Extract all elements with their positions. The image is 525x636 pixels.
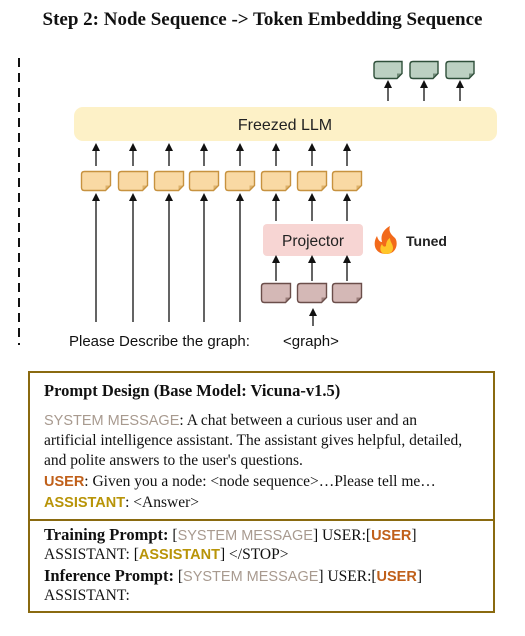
training-prompt-label: Training Prompt:	[44, 525, 169, 544]
embedding-tokens	[80, 170, 363, 192]
output-token-1	[373, 60, 403, 80]
system-message-tag: SYSTEM MESSAGE	[44, 413, 180, 429]
llm-label: Freezed LLM	[238, 117, 332, 134]
embedding-token-8-fold	[356, 185, 362, 191]
embedding-token-3-fold	[178, 185, 184, 191]
inference-system-tag: SYSTEM MESSAGE	[183, 569, 319, 585]
embedding-token-2-fold	[142, 185, 148, 191]
training-system-tag: SYSTEM MESSAGE	[177, 528, 313, 544]
embedding-token-1-fold	[105, 185, 111, 191]
embedding-token-4	[188, 170, 220, 192]
inference-prompt-label: Inference Prompt:	[44, 566, 174, 585]
output-token-3-fold	[469, 73, 474, 79]
graph-token-2	[296, 282, 328, 304]
graph-token-label: <graph>	[283, 333, 339, 350]
assistant-line: ASSISTANT: <Answer>	[44, 493, 199, 513]
embedding-token-2	[117, 170, 149, 192]
embedding-token-7-fold	[321, 185, 327, 191]
embedding-token-3	[153, 170, 185, 192]
graph-token-1-fold	[285, 297, 291, 303]
output-token-2-fold	[433, 73, 438, 79]
inference-prompt-line: Inference Prompt: [SYSTEM MESSAGE] USER:…	[44, 566, 422, 585]
graph-token-3-fold	[356, 297, 362, 303]
output-tokens	[373, 60, 475, 80]
prompt-templates-box: Training Prompt: [SYSTEM MESSAGE] USER:[…	[28, 519, 495, 613]
embedding-token-1	[80, 170, 112, 192]
embedding-token-4-fold	[213, 185, 219, 191]
user-tag: USER	[44, 474, 85, 490]
tuned-label: Tuned	[406, 233, 447, 249]
embedding-token-6	[260, 170, 292, 192]
embedding-token-5	[224, 170, 256, 192]
user-line: USER: Given you a node: <node sequence>……	[44, 472, 436, 492]
fire-icon	[374, 226, 397, 254]
graph-node-tokens	[260, 282, 363, 304]
inference-user-tag: USER	[376, 569, 417, 585]
training-user-tag: USER	[371, 528, 412, 544]
graph-token-1	[260, 282, 292, 304]
user-text: : Given you a node: <node sequence>…Plea…	[84, 473, 436, 490]
input-text: Please Describe the graph:	[69, 333, 250, 350]
inference-assistant-line: ASSISTANT:	[44, 587, 130, 604]
assistant-tag: ASSISTANT	[44, 495, 126, 511]
embedding-token-5-fold	[249, 185, 255, 191]
system-message-line: SYSTEM MESSAGE: A chat between a curious…	[44, 411, 417, 431]
training-assistant-tag: ASSISTANT	[138, 547, 220, 563]
embedding-token-8	[331, 170, 363, 192]
token-to-llm-arrows	[92, 143, 351, 166]
text-token-arrows	[92, 193, 244, 322]
llm-block	[74, 107, 497, 141]
system-message-text-1: : A chat between a curious user and an	[179, 412, 417, 429]
training-prompt-line: Training Prompt: [SYSTEM MESSAGE] USER:[…	[44, 525, 417, 544]
projector-label: Projector	[282, 233, 344, 250]
output-token-1-fold	[397, 73, 402, 79]
projector-block	[263, 224, 363, 256]
graph-token-3	[331, 282, 363, 304]
architecture-diagram: Freezed LLM Projector Tuned Please Descr…	[18, 58, 497, 350]
prompt-design-box: Prompt Design (Base Model: Vicuna-v1.5) …	[28, 371, 495, 521]
output-token-3	[445, 60, 475, 80]
graph-token-2-fold	[321, 297, 327, 303]
projector-output-arrows	[272, 193, 351, 221]
figure-title: Step 2: Node Sequence -> Token Embedding…	[42, 9, 483, 30]
embedding-token-6-fold	[285, 185, 291, 191]
prompt-design-heading: Prompt Design (Base Model: Vicuna-v1.5)	[44, 381, 341, 400]
system-message-text-3: and polite answers to the user's questio…	[44, 452, 303, 469]
training-assistant-line: ASSISTANT: [ASSISTANT] </STOP>	[44, 546, 289, 563]
output-arrows	[384, 80, 464, 101]
graph-token-arrows	[272, 255, 351, 281]
assistant-text: : <Answer>	[125, 494, 199, 511]
output-token-2	[409, 60, 439, 80]
system-message-text-2: artificial intelligence assistant. The a…	[44, 432, 463, 449]
embedding-token-7	[296, 170, 328, 192]
